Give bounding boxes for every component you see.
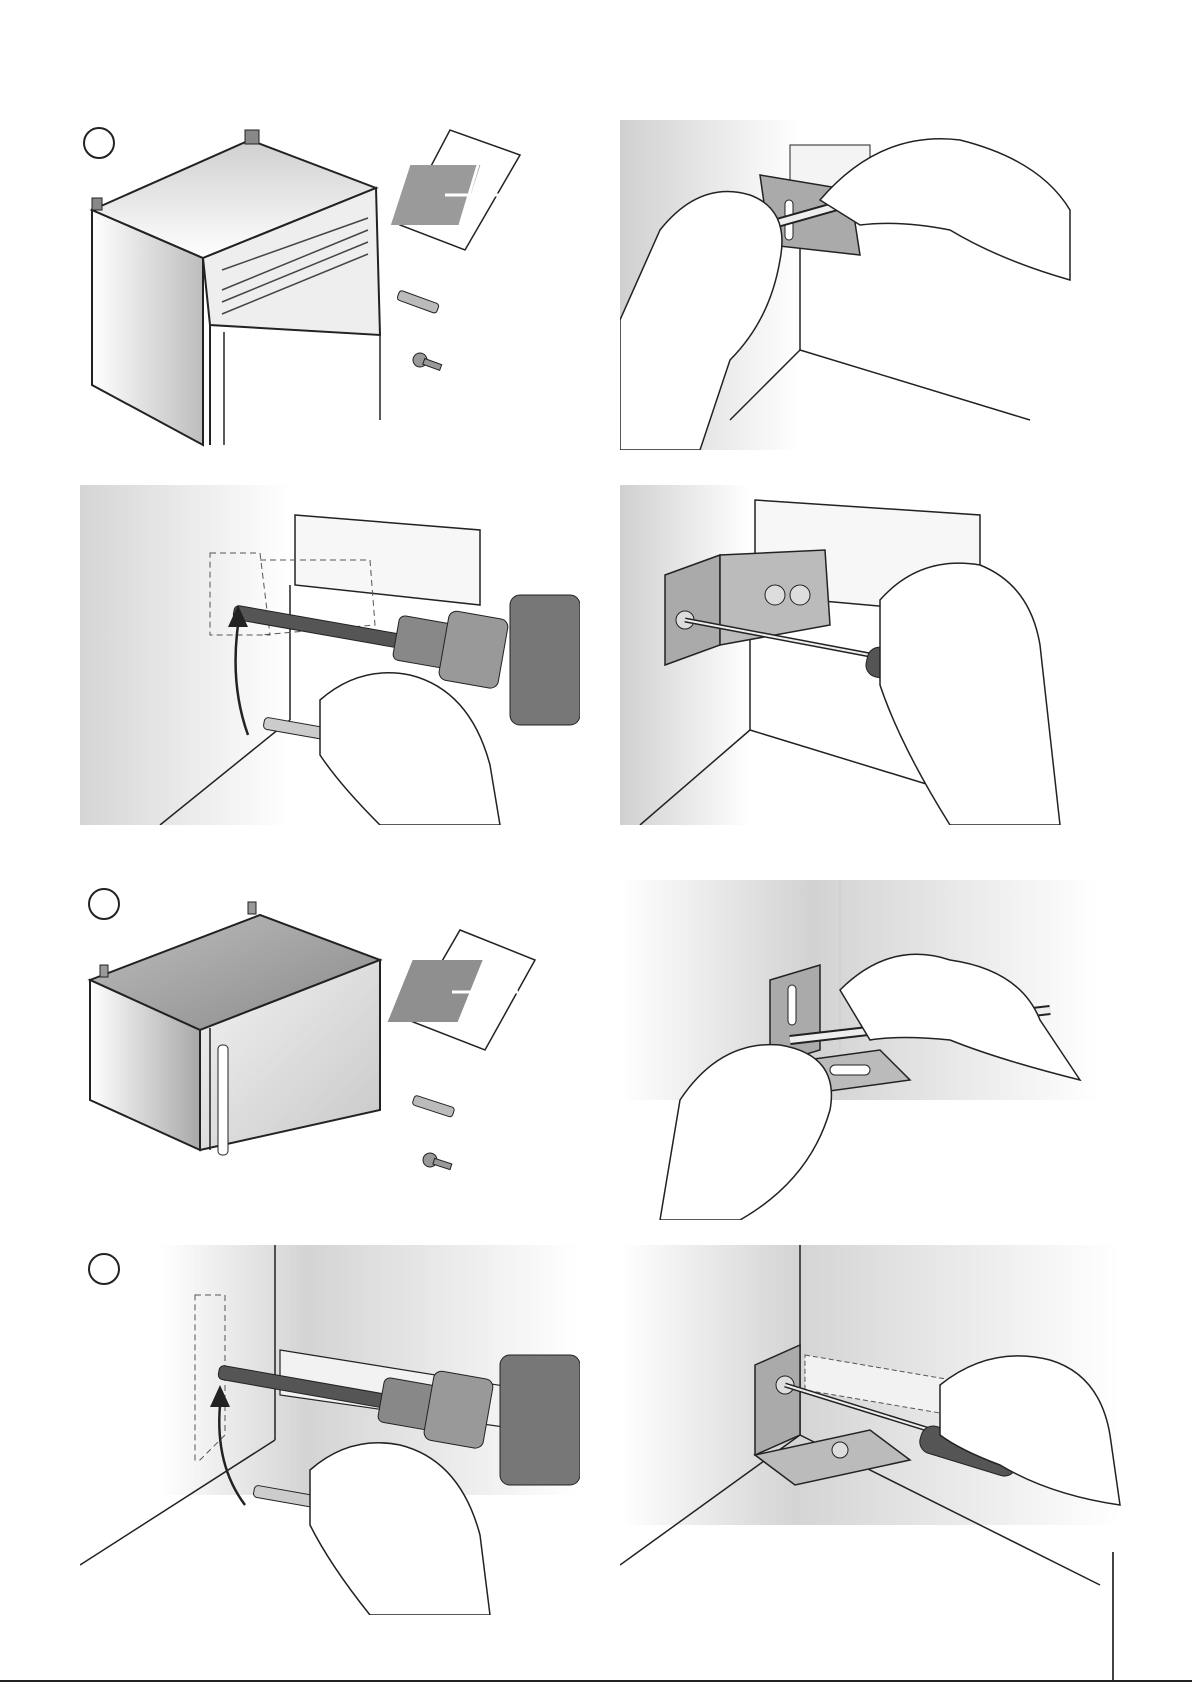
page-bottom-rule — [0, 1680, 1192, 1682]
step-1-illustration — [80, 120, 580, 450]
step-7-illustration — [80, 1245, 580, 1615]
step-5-illustration — [80, 880, 580, 1190]
step-6-illustration — [620, 880, 1150, 1220]
step-8-illustration — [620, 1245, 1150, 1615]
step-2-illustration — [620, 120, 1150, 450]
page-side-rule — [1112, 1552, 1114, 1680]
step-3-illustration — [80, 485, 580, 825]
step-4-illustration — [620, 485, 1150, 825]
